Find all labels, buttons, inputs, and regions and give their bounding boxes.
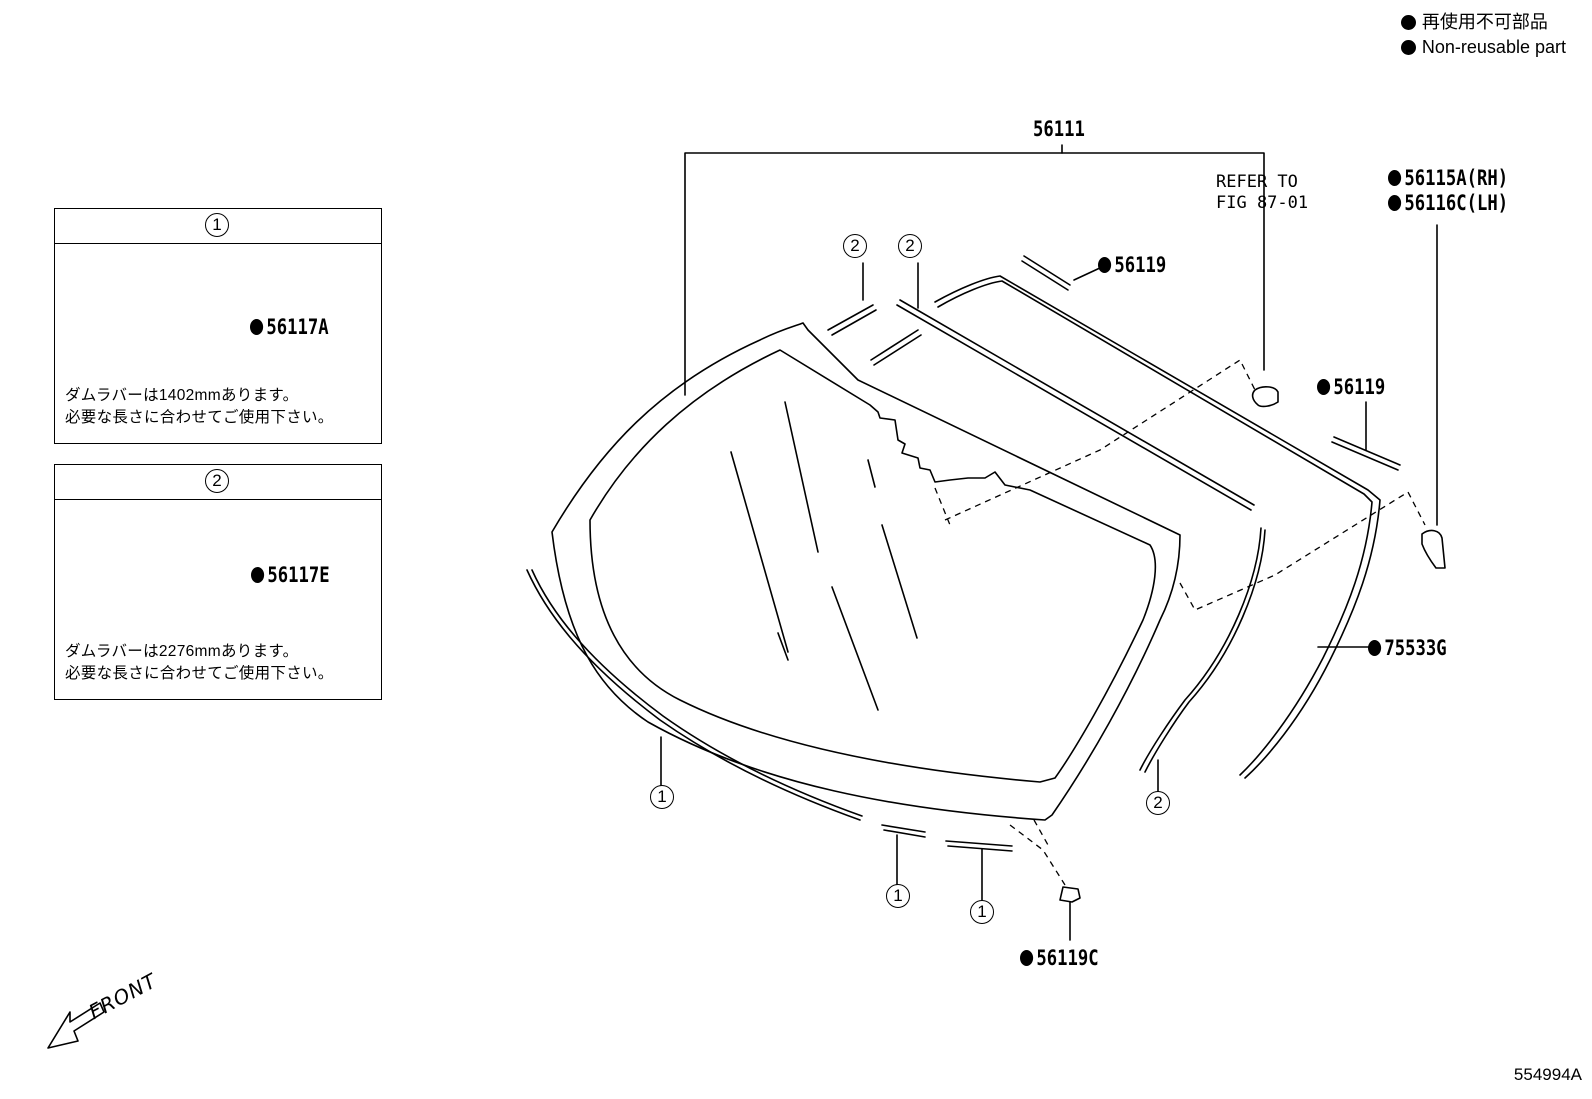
callout-56117A: 56117A <box>250 315 329 339</box>
bracket-lh <box>1421 529 1446 569</box>
dam-rubber-side <box>1139 527 1262 771</box>
front-arrow-icon <box>47 1002 105 1049</box>
circle-label-1: 1 <box>970 900 994 924</box>
legend-text-japanese: 再使用不可部品 <box>1421 12 1548 32</box>
circle-label-2: 2 <box>843 234 867 258</box>
circle-label-2: 2 <box>1146 791 1170 815</box>
clip-56119C <box>1059 886 1081 903</box>
top-molding <box>896 299 1255 511</box>
box2-note: ダムラバーは2276mmあります。 必要な長さに合わせてご使用下さい。 <box>65 643 334 682</box>
outer-molding <box>934 275 1381 779</box>
circle-label-1: 1 <box>650 785 674 809</box>
bullet-icon <box>1400 15 1416 30</box>
callout-56119C: 56119C <box>1020 946 1099 970</box>
callout-56116C: 56116C(LH) <box>1388 191 1508 215</box>
callout-56117E: 56117E <box>251 563 330 587</box>
dam-rubber-lower <box>526 569 861 821</box>
refer-to-note: REFER TO FIG 87-01 <box>1216 172 1309 213</box>
callout-56111: 56111 <box>1033 117 1085 141</box>
circle-label-2: 2 <box>898 234 922 258</box>
leader-56111 <box>684 152 1265 396</box>
box-header-2: 2 <box>55 465 381 500</box>
callout-75533G: 75533G <box>1368 636 1447 660</box>
callout-56115A: 56115A(RH) <box>1388 166 1508 190</box>
figure-number: 554994A <box>1513 1065 1582 1084</box>
callout-56119-top: 56119 <box>1098 253 1166 277</box>
legend-row-english: Non-reusable part <box>1400 35 1566 60</box>
box1-note: ダムラバーは1402mmあります。 必要な長さに合わせてご使用下さい。 <box>65 387 334 426</box>
callout-56119-mid: 56119 <box>1317 375 1385 399</box>
dam-rubber-box-2: 2 ダムラバーは2276mmあります。 必要な長さに合わせてご使用下さい。 <box>54 464 382 700</box>
molding-56119-mid <box>1331 436 1401 471</box>
circle-label-2: 2 <box>205 469 229 493</box>
windshield-outer <box>551 322 1181 821</box>
circle-label-1: 1 <box>886 884 910 908</box>
windshield-inner <box>589 349 1157 783</box>
molding-56119-top <box>1021 255 1071 291</box>
bullet-icon <box>1400 40 1416 55</box>
bracket-rh <box>1251 386 1279 408</box>
legend: 再使用不可部品 Non-reusable part <box>1400 10 1566 60</box>
box-header-1: 1 <box>55 209 381 244</box>
legend-text-english: Non-reusable part <box>1421 37 1566 57</box>
circle-label-1: 1 <box>205 213 229 237</box>
legend-row-japanese: 再使用不可部品 <box>1400 10 1566 35</box>
dam-rubber-box-1: 1 ダムラバーは1402mmあります。 必要な長さに合わせてご使用下さい。 <box>54 208 382 444</box>
